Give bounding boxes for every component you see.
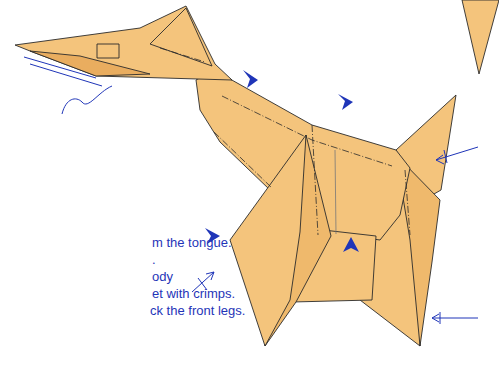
- ear: [150, 8, 212, 66]
- mountain-fold: [405, 170, 410, 235]
- tongue-arrow: [62, 86, 112, 114]
- tongue-line: [30, 64, 102, 86]
- tongue-line: [24, 57, 96, 78]
- tail-tip-piece: [462, 0, 499, 74]
- instruction-text: .: [152, 252, 156, 267]
- crease-line: [335, 150, 336, 234]
- instruction-text: ck the front legs.: [150, 303, 245, 318]
- mountain-fold: [160, 48, 205, 62]
- fold-arrowhead: [243, 70, 258, 88]
- push-arrow: [436, 147, 478, 164]
- snout-flap: [97, 44, 119, 58]
- mountain-fold: [222, 96, 392, 166]
- fold-arrowhead: [343, 237, 359, 252]
- mountain-fold: [312, 125, 318, 235]
- push-arrow: [432, 312, 478, 324]
- instruction-text: ody: [152, 269, 173, 284]
- instruction-text: m the tongue.: [152, 235, 232, 250]
- mountain-fold: [214, 132, 272, 188]
- fold-arrowhead: [338, 94, 353, 110]
- instruction-text: et with crimps.: [152, 286, 235, 301]
